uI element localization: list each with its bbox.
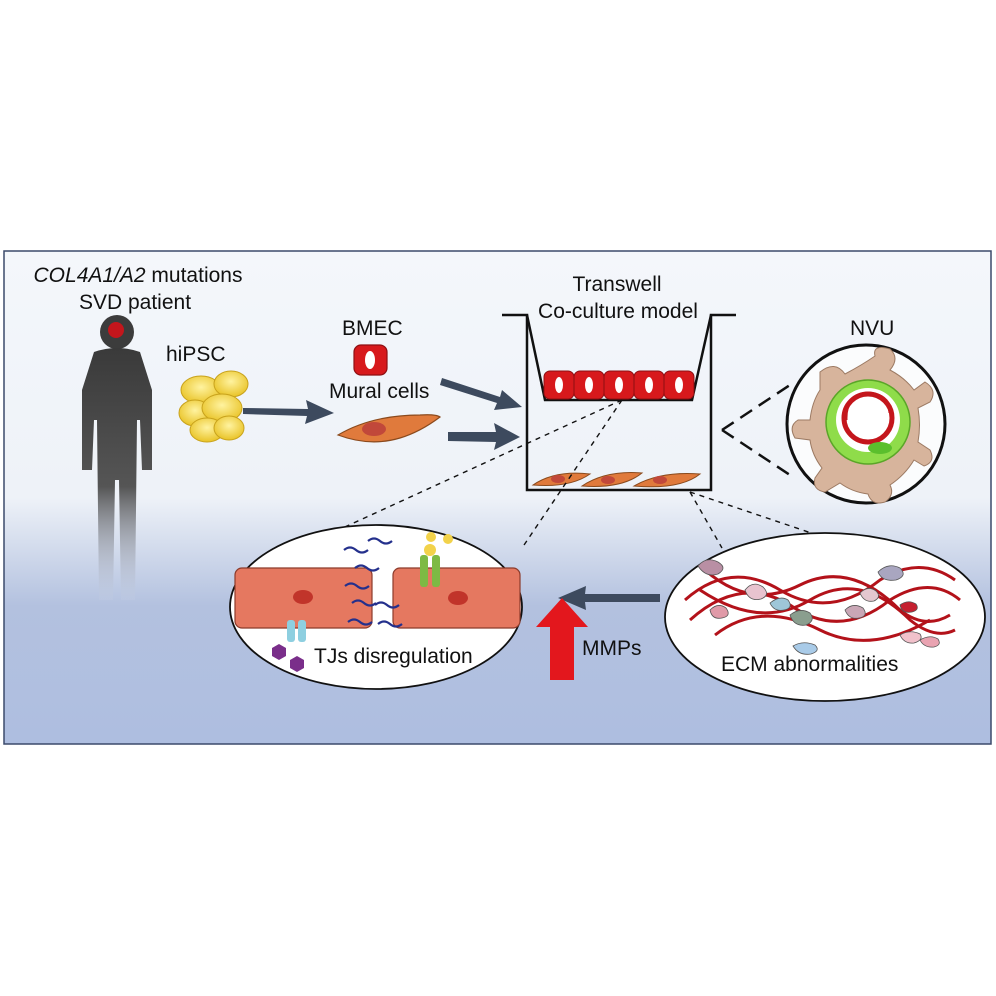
mural-cell-icon [336,414,442,443]
receptor-icon [420,532,453,587]
transporter-icon [287,620,306,642]
molecule-icon-2 [290,656,304,672]
mmp-up-arrow [536,598,588,680]
zoom-lines [298,383,833,549]
patient-silhouette [82,315,152,600]
nvu-label: NVU [850,317,895,340]
flow-arrows [243,378,660,610]
tight-junction-strands [343,537,403,628]
mutation-suffix-label: mutations [145,264,243,287]
arrow-bmec-to-transwell [440,378,522,410]
ecm-label: ECM abnormalities [721,653,899,676]
mural-layer [531,472,702,488]
mmps-label: MMPs [582,637,642,660]
nvu-diagram [785,343,947,505]
molecule-icon [272,644,286,660]
arrow-mural-to-transwell [448,423,520,450]
bmec-cell-icon [353,344,388,376]
hipsc-label: hiPSC [166,343,226,366]
patient-title: COL4A1/A2 mutations [34,264,243,288]
mutation-gene-label: COL4A1/A2 [33,264,146,287]
ecm-proteins [697,559,940,655]
mural-cells-label: Mural cells [329,380,430,403]
patient-subtitle: SVD patient [78,291,192,314]
tjs-label: TJs disregulation [314,645,473,668]
transwell-diagram [502,313,736,492]
brain-lesion [108,322,124,338]
ecm-ellipse [664,532,986,702]
transwell-label: Transwell [572,273,662,296]
hipsc-cluster-icon [178,370,249,443]
bmec-monolayer [543,370,695,400]
coculture-label: Co-culture model [538,300,698,323]
tj-ellipse [229,524,523,690]
arrow-hipsc-to-cells [243,400,334,424]
bmec-label: BMEC [342,317,403,340]
arrow-ecm-to-tj [558,586,660,610]
